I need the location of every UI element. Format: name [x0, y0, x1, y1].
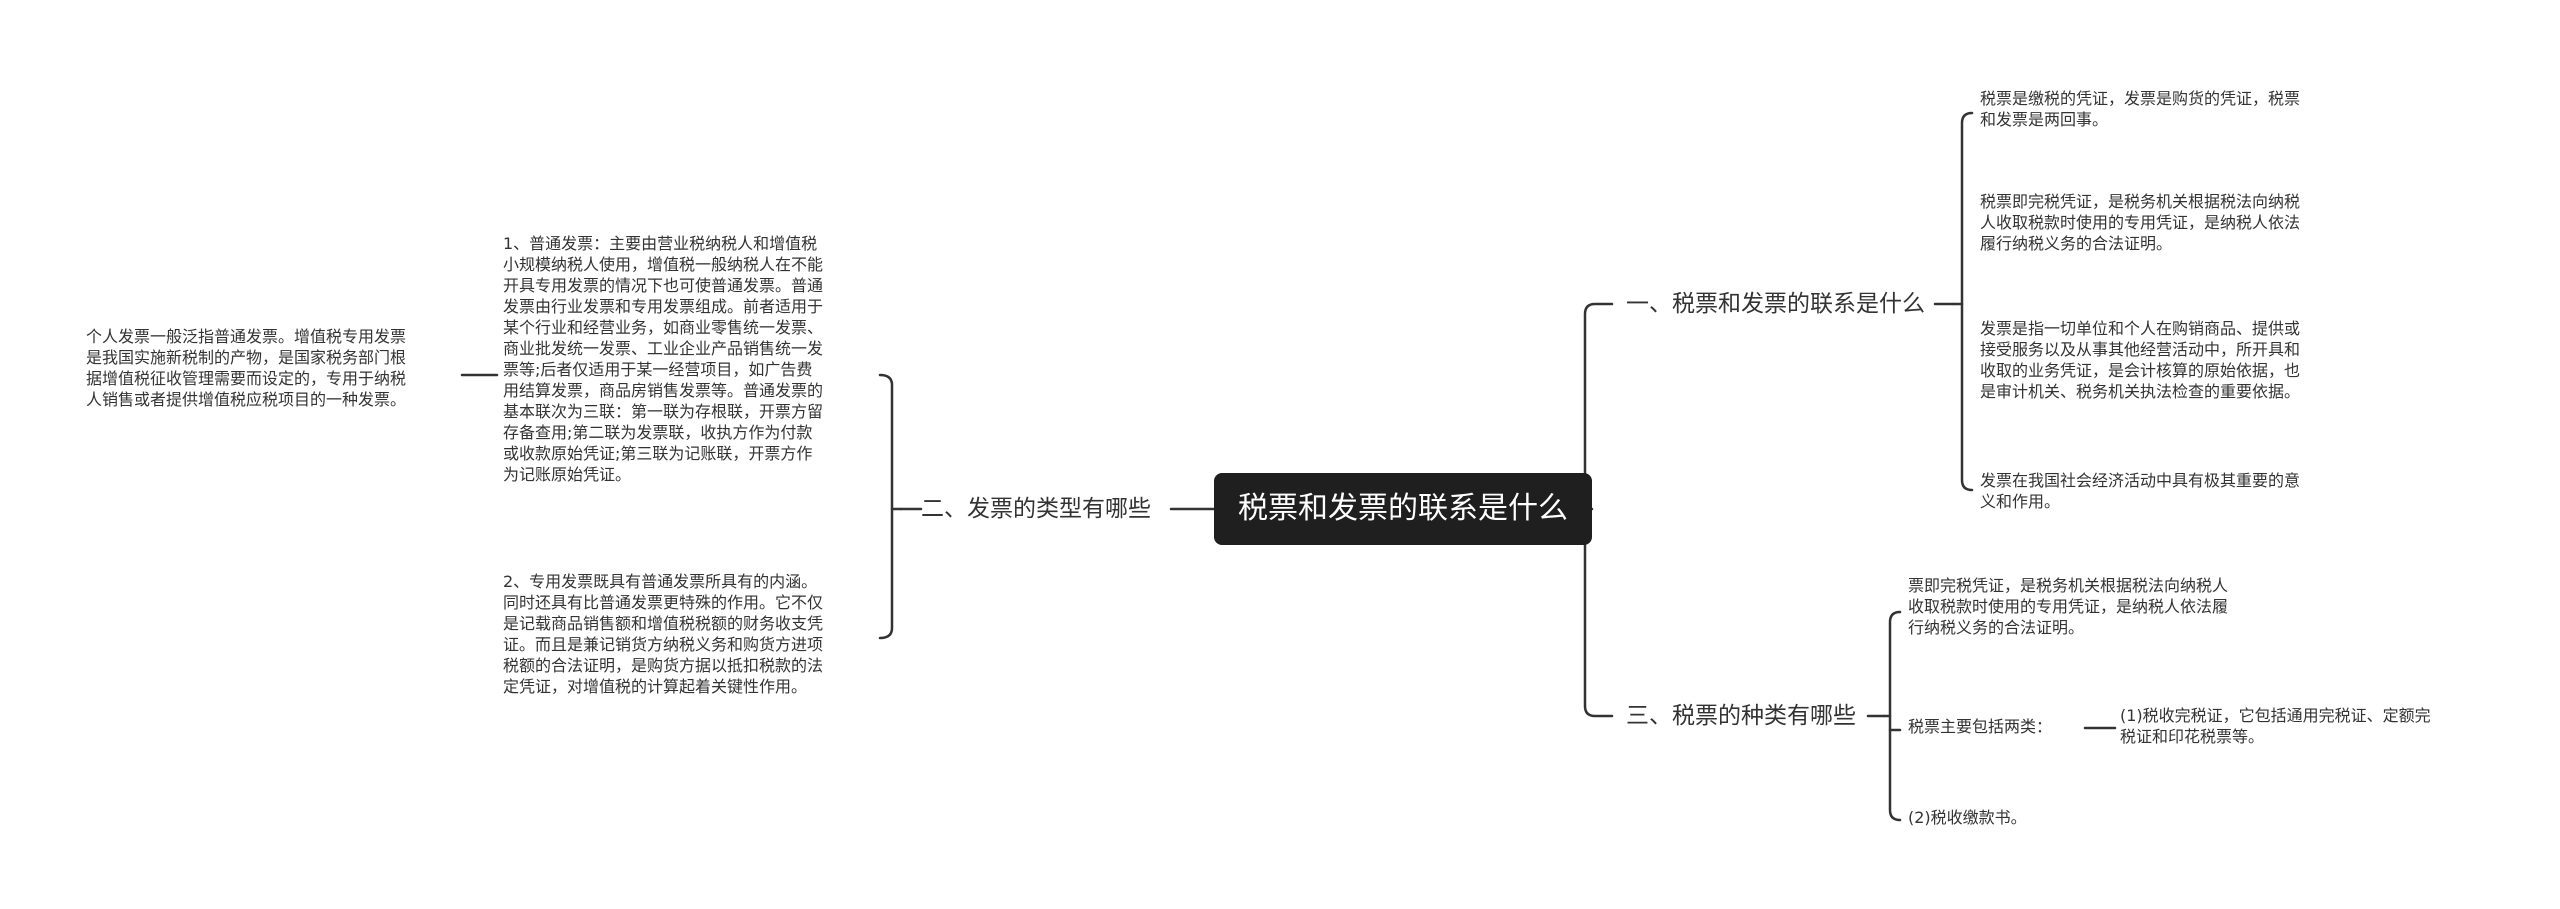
relation-item-1: 税票是缴税的凭证，发票是购货的凭证，税票 和发票是两回事。 [1980, 89, 2301, 129]
relation-item-3: 发票是指一切单位和个人在购销商品、提供或 接受服务以及从事其他经营活动中，所开具… [1980, 319, 2301, 401]
relation-item-2: 税票即完税凭证，是税务机关根据税法向纳税 人收取税款时使用的专用凭证，是纳税人依… [1980, 192, 2301, 253]
invoice-types-item-1: 1、普通发票：主要由营业税纳税人和增值税 小规模纳税人使用，增值税一般纳税人在不… [503, 234, 824, 484]
types-item-2: 税票主要包括两类： [1908, 717, 2053, 736]
invoice-types-item-1-sub: 个人发票一般泛指普通发票。增值税专用发票 是我国实施新税制的产物，是国家税务部门… [86, 327, 407, 409]
types-item-3: (2)税收缴款书。 [1908, 808, 2027, 827]
types-item-2-sub: (1)税收完税证，它包括通用完税证、定额完 税证和印花税票等。 [2120, 706, 2431, 746]
branch-invoice-types: 二、发票的类型有哪些 [921, 496, 1151, 522]
branch-tax-receipt-types: 三、税票的种类有哪些 [1626, 703, 1856, 729]
types-item-1: 票即完税凭证，是税务机关根据税法向纳税人 收取税款时使用的专用凭证，是纳税人依法… [1908, 576, 2229, 637]
root-topic: 税票和发票的联系是什么 [1214, 473, 1592, 545]
relation-item-4: 发票在我国社会经济活动中具有极其重要的意 义和作用。 [1980, 471, 2301, 511]
invoice-types-item-2: 2、专用发票既具有普通发票所具有的内涵。 同时还具有比普通发票更特殊的作用。它不… [503, 572, 824, 696]
branch-relation: 一、税票和发票的联系是什么 [1626, 291, 1925, 317]
